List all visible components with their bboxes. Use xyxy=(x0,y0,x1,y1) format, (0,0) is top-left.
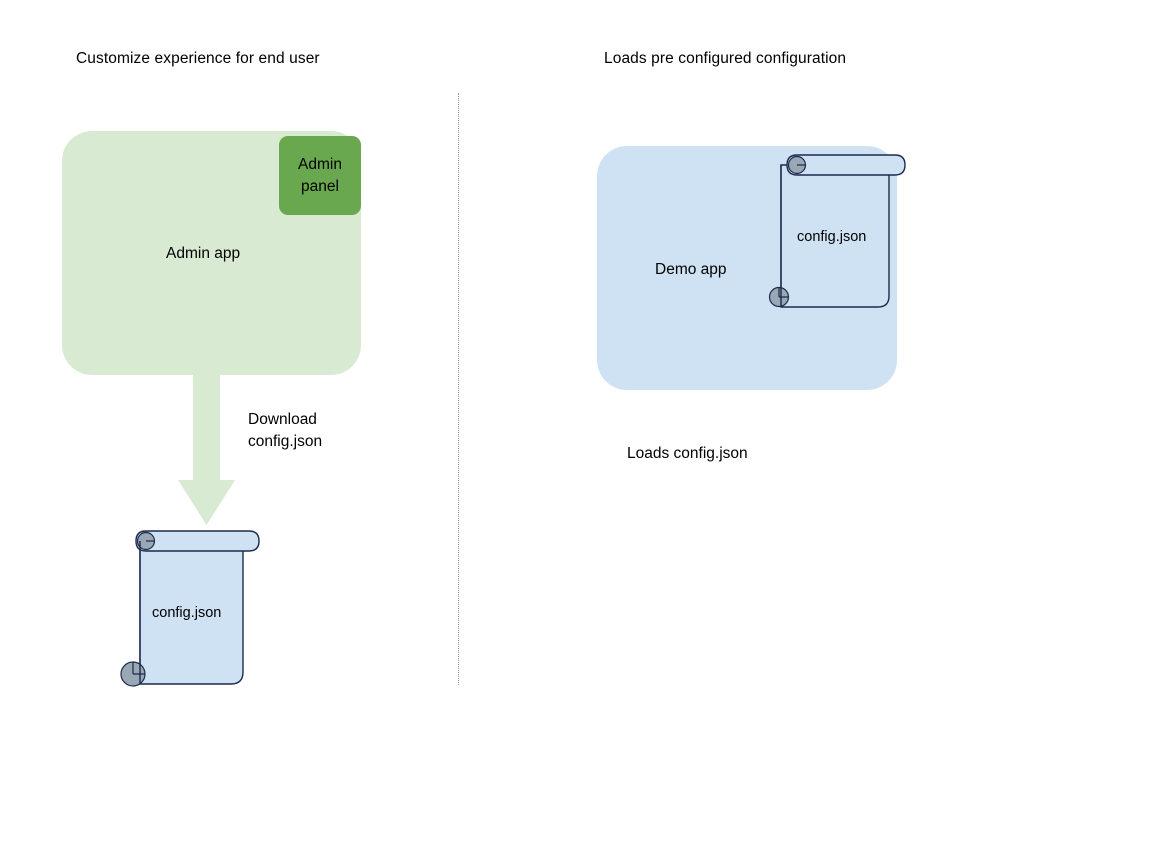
download-arrow-icon xyxy=(178,370,235,525)
document-scroll-icon xyxy=(768,154,906,308)
config-json-document-left[interactable]: config.json xyxy=(118,525,268,695)
right-panel-title: Loads pre configured configuration xyxy=(604,50,847,67)
config-json-label-right: config.json xyxy=(797,229,867,245)
download-arrow-label-line1: Download xyxy=(248,411,317,428)
admin-panel-badge[interactable]: Admin panel xyxy=(279,136,361,215)
admin-panel-badge-label: Admin panel xyxy=(298,155,342,195)
left-panel-title: Customize experience for end user xyxy=(76,50,320,67)
download-arrow-label-line2: config.json xyxy=(248,433,323,450)
config-json-label-left: config.json xyxy=(152,605,222,621)
admin-app-label: Admin app xyxy=(166,245,241,262)
demo-app-label: Demo app xyxy=(655,261,727,278)
document-scroll-icon xyxy=(120,530,260,687)
config-json-document-right[interactable]: config.json xyxy=(765,148,913,320)
loads-config-note: Loads config.json xyxy=(627,445,748,462)
download-arrow-label: Download config.json xyxy=(248,409,322,453)
panel-divider xyxy=(458,93,459,685)
